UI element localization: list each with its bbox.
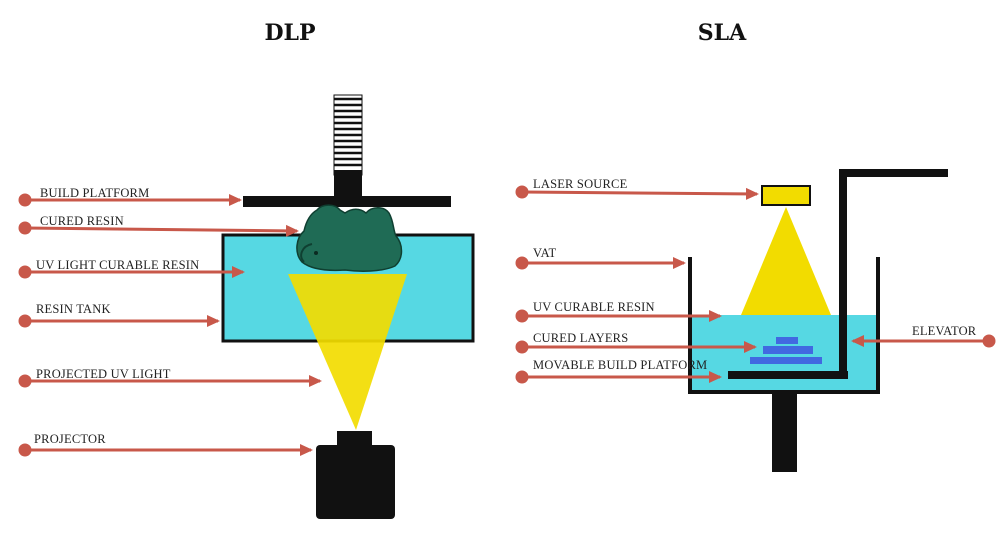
label-elevator: ELEVATOR [912,324,977,338]
label-uv-light-curable-resin: UV LIGHT CURABLE RESIN [36,258,199,272]
arrow-cured-resin [24,224,299,237]
dlp-panel: DLP [18,20,475,519]
sla-cured-layers [750,337,822,364]
sla-platform-shaft [772,392,797,472]
sla-title: SLA [698,20,747,46]
dlp-cured-resin-model [296,204,403,272]
dlp-projected-uv-light [288,274,407,430]
label-vat: VAT [533,246,556,260]
dlp-title: DLP [264,20,315,46]
sla-laser-beam [741,207,831,315]
label-projector: PROJECTOR [34,432,106,446]
label-cured-resin: CURED RESIN [40,214,124,228]
label-laser-source: LASER SOURCE [533,177,628,191]
dlp-threaded-rod [333,94,363,196]
dlp-build-platform [243,196,451,207]
label-uv-curable-resin: UV CURABLE RESIN [533,300,655,314]
sla-panel: SLA [515,20,996,472]
label-resin-tank: RESIN TANK [36,302,111,316]
sla-movable-build-platform [728,371,848,379]
dlp-projector [316,431,395,519]
label-cured-layers: CURED LAYERS [533,331,628,345]
sla-elevator [839,169,948,375]
label-movable-build-platform: MOVABLE BUILD PLATFORM [533,358,707,372]
label-projected-uv-light: PROJECTED UV LIGHT [36,367,171,381]
label-build-platform: BUILD PLATFORM [40,186,149,200]
sla-laser-source [761,185,811,206]
arrow-laser-source [521,187,759,200]
